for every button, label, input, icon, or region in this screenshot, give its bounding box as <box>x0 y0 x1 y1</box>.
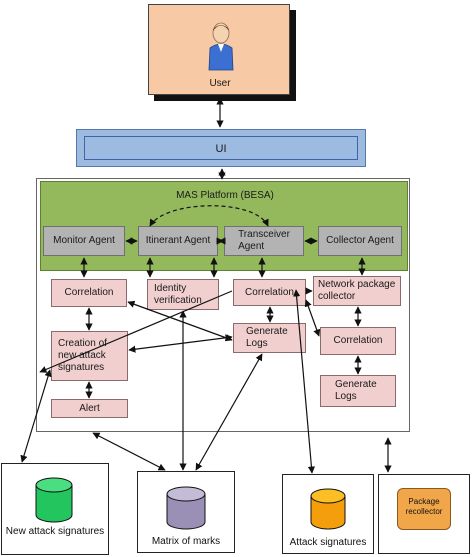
correlation-left: Correlation <box>51 279 127 307</box>
arrow-correlation-attacksignatures <box>292 289 316 474</box>
arrow-correlationleft-generatelogs <box>127 300 233 342</box>
arrow-creation-newsignatures <box>20 369 52 463</box>
arrow-correlationmid-monitor <box>39 290 233 373</box>
network-package-collector: Network package collector <box>313 276 401 306</box>
creation-new-signatures: Creation of new attack signatures <box>51 331 128 381</box>
ui-bar <box>76 129 366 167</box>
new-attack-signatures-label: New attack signatures <box>5 526 105 537</box>
ui-bar-inner <box>84 136 358 160</box>
ui-label: UI <box>215 143 227 155</box>
arrow-itinerant-transceiver-arc <box>149 205 269 227</box>
generate-logs-right: Generate Logs <box>320 375 396 407</box>
package-recollector-box <box>397 488 451 530</box>
attack-signatures-label: Attack signatures <box>289 537 367 548</box>
arrow-generatelogs-matrix <box>195 353 263 471</box>
monitor-agent: Monitor Agent <box>43 226 125 256</box>
mas-platform-title: MAS Platform (BESA) <box>176 190 274 201</box>
arrow-correlationmid-correlationright <box>304 299 321 337</box>
package-recollector-label: Package recollector <box>405 497 443 516</box>
transceiver-agent: Transceiver Agent <box>224 226 304 256</box>
user-icon <box>206 22 236 74</box>
matrix-of-marks-label: Matrix of marks <box>151 536 221 547</box>
green-database-icon <box>34 477 74 523</box>
arrow-creation-generatelogs <box>128 334 233 353</box>
purple-database-icon <box>165 486 207 530</box>
orange-database-icon <box>309 488 347 530</box>
arrow-correlation-matrix <box>92 432 166 471</box>
collector-agent: Collector Agent <box>318 226 402 256</box>
user-label: User <box>209 78 231 89</box>
correlation-right: Correlation <box>320 327 396 355</box>
